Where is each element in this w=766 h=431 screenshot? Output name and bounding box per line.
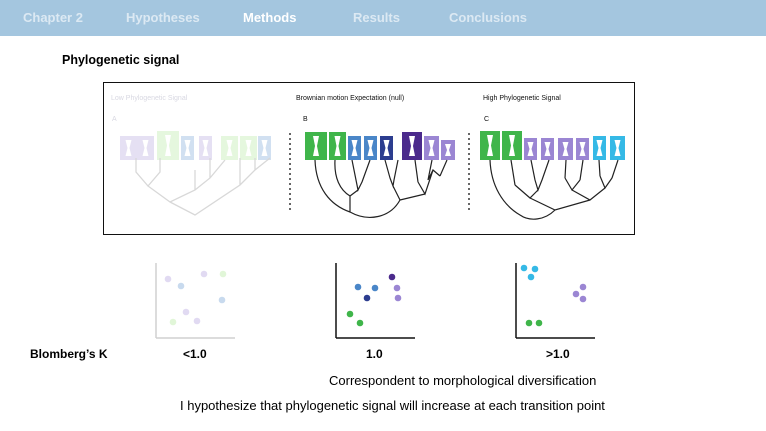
scatter-high-point-5 [579, 295, 587, 303]
taxon-tile-c-2-silhouette [527, 142, 534, 156]
scatter-low-point-2 [200, 270, 208, 278]
taxon-tile-c-6-silhouette [596, 140, 603, 156]
taxon-tile-c-4-silhouette [562, 142, 569, 156]
scatter-null-point-4 [363, 294, 371, 302]
panel-c-tree [489, 159, 619, 220]
scatter-null-point-6 [346, 310, 354, 318]
taxon-tile-a-4 [199, 136, 212, 160]
scatter-high-point-3 [579, 283, 587, 291]
scatter-low-point-1 [177, 282, 185, 290]
phylogeny-panels-box [103, 82, 635, 235]
scatter-null-point-5 [394, 294, 402, 302]
taxon-tile-b-5-silhouette [409, 136, 415, 156]
scatter-null-point-2 [371, 284, 379, 292]
panel-b-title: Brownian motion Expectation (null) [296, 95, 404, 102]
taxon-tile-c-0-silhouette [487, 135, 493, 156]
nav-tab-results[interactable]: Results [353, 10, 400, 25]
taxon-tile-a-5 [221, 136, 238, 160]
taxon-tile-a-1-silhouette [142, 140, 149, 156]
scatter-low-point-3 [219, 270, 227, 278]
k-value-low: <1.0 [183, 347, 207, 361]
taxon-tile-b-6-silhouette [428, 140, 435, 156]
taxon-tile-a-0 [120, 136, 137, 160]
taxon-tile-a-6-silhouette [245, 140, 252, 156]
section-title: Phylogenetic signal [62, 53, 180, 67]
panel-b-letter: B [303, 116, 308, 123]
taxon-tile-a-7 [258, 136, 271, 160]
taxon-tile-a-4-silhouette [202, 140, 209, 156]
scatter-null-point-1 [354, 283, 362, 291]
taxon-tile-c-5-silhouette [579, 142, 586, 156]
panel-a-letter: A [112, 116, 117, 123]
scatter-null-point-7 [356, 319, 364, 327]
scatter-low-point-7 [193, 317, 201, 325]
scatter-plot-high [515, 263, 595, 339]
taxon-tile-a-1 [137, 136, 154, 160]
caption-hypothesis: I hypothesize that phylogenetic signal w… [180, 398, 605, 413]
taxon-tile-b-0-silhouette [313, 136, 319, 156]
scatter-null-point-3 [393, 284, 401, 292]
taxon-tile-a-3 [181, 136, 194, 160]
scatter-high-point-7 [535, 319, 543, 327]
scatter-high-point-0 [520, 264, 528, 272]
taxon-tile-c-7-silhouette [614, 140, 621, 156]
blombergs-k-label: Blomberg’s K [30, 347, 108, 361]
taxon-tile-b-2-silhouette [351, 140, 358, 156]
panel-c-taxa [480, 131, 625, 160]
nav-tab-chapter-2[interactable]: Chapter 2 [23, 10, 83, 25]
scatter-low-point-6 [169, 318, 177, 326]
taxon-tile-a-3-silhouette [184, 140, 191, 156]
taxon-tile-c-3-silhouette [544, 142, 551, 156]
scatter-low-point-5 [182, 308, 190, 316]
scatter-high-point-2 [527, 273, 535, 281]
caption-diversification: Correspondent to morphological diversifi… [329, 373, 597, 388]
taxon-tile-a-7-silhouette [261, 140, 268, 156]
taxon-tile-c-1-silhouette [509, 135, 515, 156]
scatter-null-point-0 [388, 273, 396, 281]
panel-c-letter: C [484, 116, 489, 123]
scatter-high-point-4 [572, 290, 580, 298]
scatter-low-point-4 [218, 296, 226, 304]
taxon-tile-a-6 [240, 136, 257, 160]
panel-a-title: Low Phylogenetic Signal [111, 95, 188, 102]
scatter-high-point-6 [525, 319, 533, 327]
taxon-tile-a-5-silhouette [226, 140, 233, 156]
k-value-high: >1.0 [546, 347, 570, 361]
scatter-low-point-0 [164, 275, 172, 283]
panel-c-title: High Phylogenetic Signal [483, 95, 561, 102]
panel-a-tree [120, 131, 271, 216]
top-nav-bar: Chapter 2 Hypotheses Methods Results Con… [0, 0, 766, 36]
nav-tab-methods[interactable]: Methods [243, 10, 297, 25]
scatter-plot-null [335, 263, 415, 339]
taxon-tile-b-7-silhouette [445, 144, 451, 156]
scatter-high-point-1 [531, 265, 539, 273]
taxon-tile-b-4-silhouette [383, 140, 390, 156]
taxon-tile-a-0-silhouette [125, 140, 132, 156]
panel-b-taxa [305, 132, 455, 160]
scatter-plot-low [155, 263, 235, 339]
nav-tab-conclusions[interactable]: Conclusions [449, 10, 528, 25]
taxon-tile-a-2-silhouette [165, 135, 171, 156]
panel-b-tree [314, 159, 448, 218]
k-value-null: 1.0 [366, 347, 383, 361]
taxon-tile-b-1-silhouette [334, 136, 341, 156]
taxon-tile-b-3-silhouette [367, 140, 374, 156]
nav-tab-hypotheses[interactable]: Hypotheses [126, 10, 200, 25]
taxon-tile-a-2 [157, 131, 179, 160]
